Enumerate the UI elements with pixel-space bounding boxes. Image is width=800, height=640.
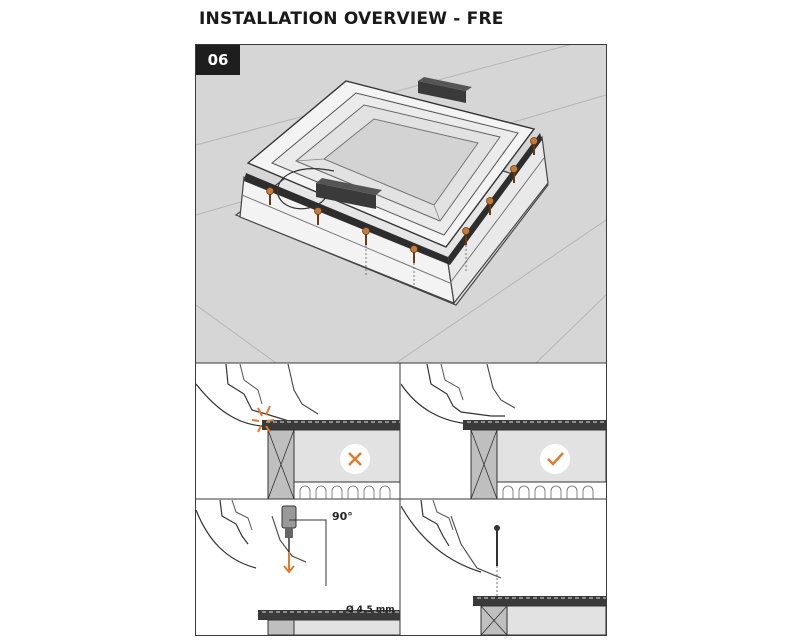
screw [510, 165, 518, 183]
drill-direction-arrow [283, 552, 295, 574]
screw-diameter-label: Ø 4.5 mm [346, 605, 395, 615]
detail-screw-fixed [401, 500, 606, 635]
insulation [506, 605, 606, 635]
x-icon [348, 452, 362, 466]
insulation [293, 619, 400, 635]
screw-paths [365, 245, 467, 291]
upstand-top [262, 420, 400, 430]
dome-glazing [323, 118, 479, 206]
angle-label: 90° [332, 510, 353, 523]
upstand-top [463, 420, 606, 430]
drill-icon [281, 505, 297, 560]
detail-incorrect [196, 364, 400, 499]
screw [530, 137, 538, 155]
screws [266, 137, 538, 263]
gasket-strip [244, 173, 450, 265]
screw [362, 227, 370, 245]
step-number-badge: 06 [196, 45, 240, 75]
screw [266, 187, 274, 205]
opener-bracket-rear [418, 81, 466, 103]
screw [410, 245, 418, 263]
impact-icon [251, 405, 275, 433]
angle-marker [289, 519, 327, 586]
upstand-top [258, 610, 400, 620]
screw [462, 227, 470, 245]
screw [314, 207, 322, 225]
main-illustration: 06 [196, 45, 606, 363]
opener-bracket-front [316, 183, 376, 209]
upstand-top [473, 596, 606, 606]
timber-batten [267, 619, 295, 635]
detail-drilling: 90° [196, 500, 400, 635]
instruction-frame: 06 [195, 44, 607, 636]
check-icon-circle [540, 444, 570, 474]
detail-callout [276, 168, 335, 210]
detail-correct [401, 364, 606, 499]
page-title: INSTALLATION OVERVIEW - FRE [199, 9, 504, 29]
screw [486, 197, 494, 215]
check-icon [547, 452, 564, 466]
screw-icon [494, 525, 500, 566]
